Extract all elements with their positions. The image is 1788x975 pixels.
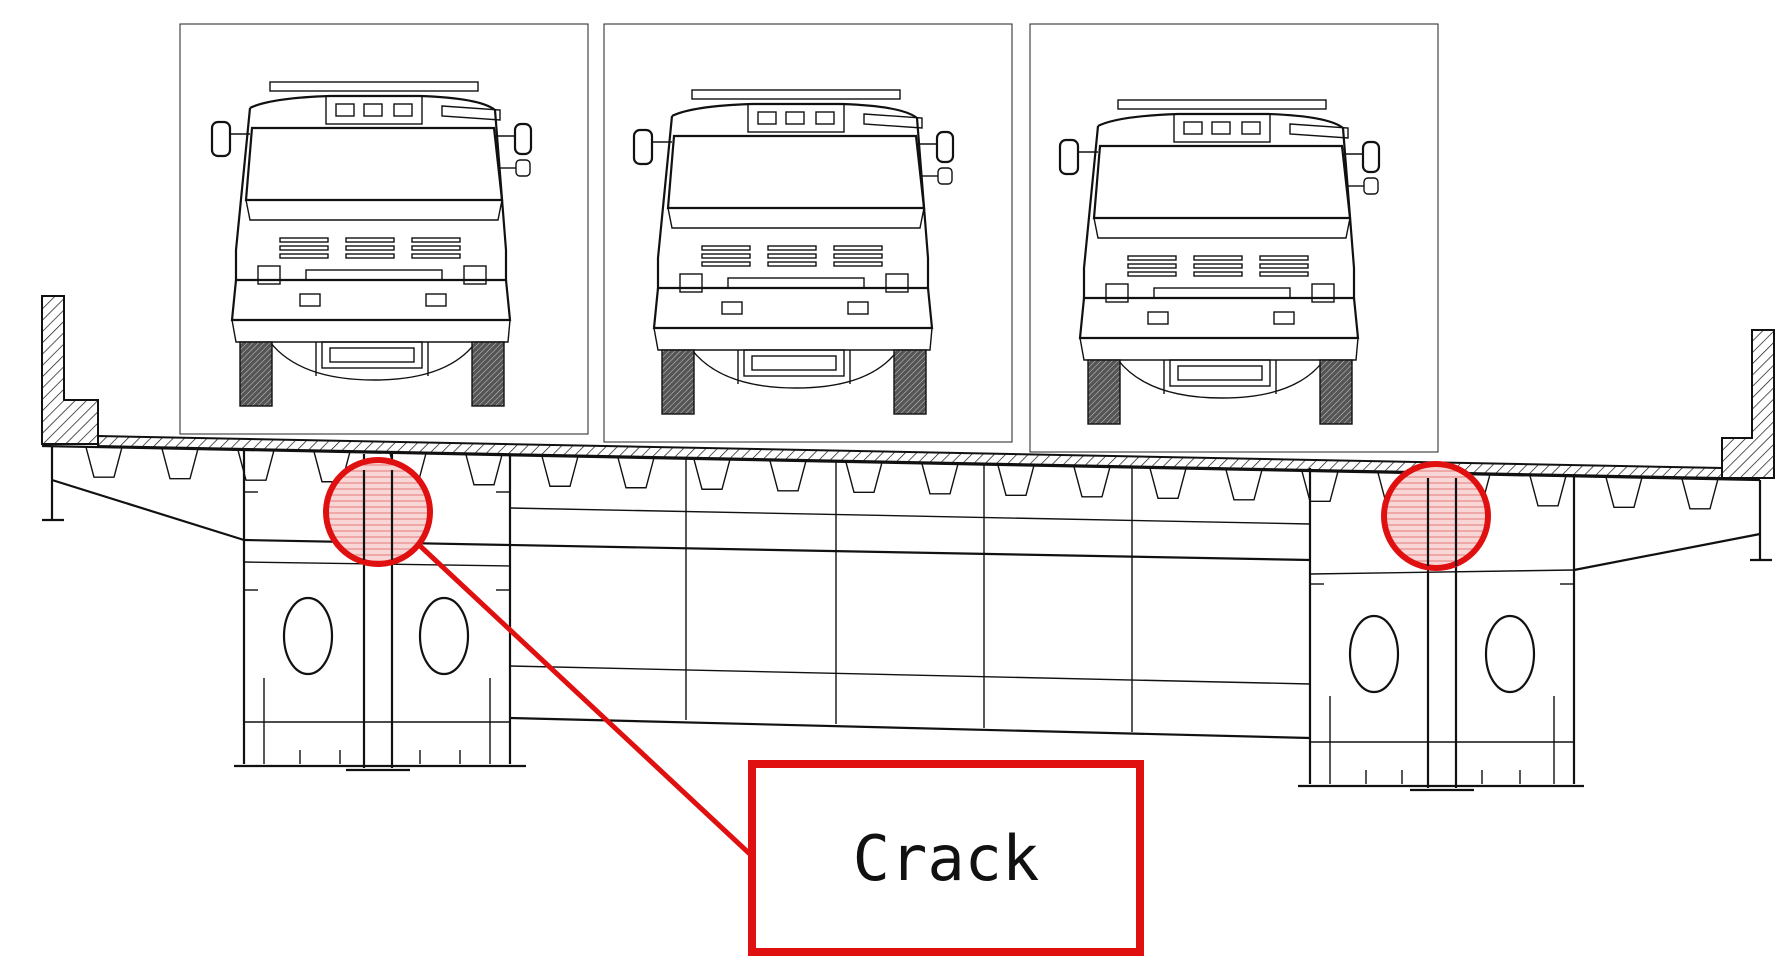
right-pier-crossbeam bbox=[1298, 468, 1584, 792]
u-rib bbox=[541, 456, 579, 487]
u-rib bbox=[1529, 475, 1567, 507]
left-pier-crossbeam bbox=[234, 450, 526, 772]
u-rib bbox=[921, 463, 959, 495]
u-rib bbox=[237, 450, 275, 481]
u-rib bbox=[465, 454, 503, 486]
u-rib bbox=[161, 448, 199, 480]
u-rib bbox=[845, 462, 883, 493]
deck-slab bbox=[97, 434, 1723, 480]
u-rib bbox=[1225, 469, 1263, 501]
u-rib bbox=[313, 451, 351, 483]
u-rib bbox=[1149, 468, 1187, 499]
u-rib bbox=[769, 460, 807, 492]
u-rib bbox=[1073, 466, 1111, 498]
left-barrier bbox=[41, 295, 99, 445]
right-barrier bbox=[1721, 329, 1775, 479]
truck-front-icon bbox=[632, 88, 955, 416]
truck-front-icon bbox=[1058, 98, 1381, 426]
crack-callout: Crack bbox=[748, 760, 1144, 956]
crack-circle-icon bbox=[1381, 461, 1491, 571]
u-rib bbox=[997, 465, 1035, 496]
u-rib bbox=[693, 459, 731, 490]
u-rib bbox=[617, 457, 655, 489]
crack-label: Crack bbox=[853, 822, 1040, 895]
clearance-panels bbox=[179, 23, 1439, 453]
crack-circle-icon bbox=[323, 457, 433, 567]
u-rib bbox=[1301, 471, 1339, 502]
u-rib bbox=[85, 447, 123, 478]
crack-leader-line bbox=[416, 542, 754, 858]
u-rib bbox=[1605, 477, 1643, 509]
u-rib bbox=[1681, 478, 1719, 510]
truck-front-icon bbox=[210, 80, 533, 408]
